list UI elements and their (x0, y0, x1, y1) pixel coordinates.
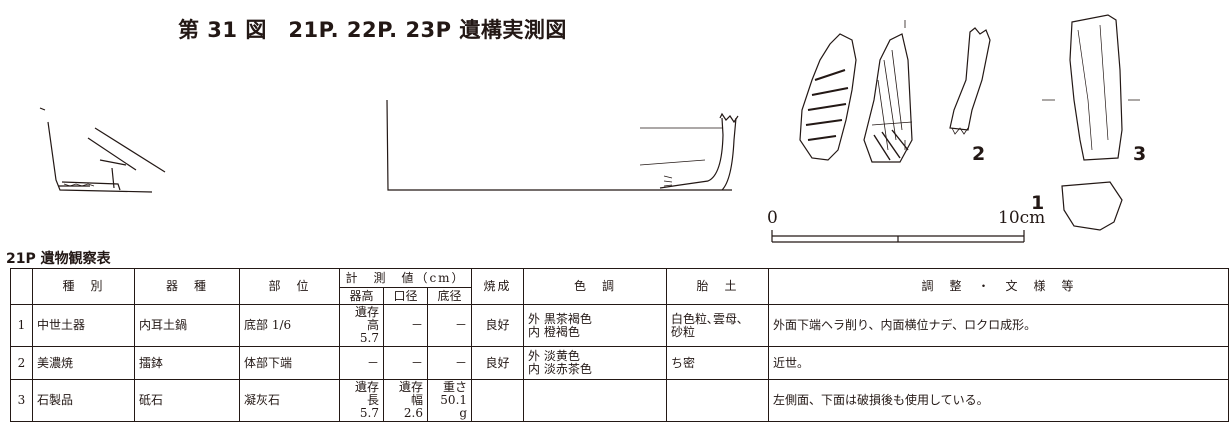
header-firing: 焼成 (471, 268, 525, 305)
observation-table: 種 別 器 種 部 位 計 測 値（cm） 焼成 色 調 胎 土 調 整 ・ 文… (10, 268, 1230, 422)
header-base-diameter: 底径 (426, 287, 473, 305)
figure-title: 第 31 図 21P. 22P. 23P 遺構実測図 (178, 18, 567, 42)
cell-type: 石製品 (32, 379, 135, 422)
cell-measure-1: 遺存長 5.7 (339, 379, 384, 422)
cell-notes: 近世。 (768, 346, 1230, 380)
cell-measure-1: － (339, 346, 384, 380)
table-row: 2 美濃焼 擂鉢 体部下端 － － － 良好 外 淡黄色 内 淡赤茶色 ち密 近… (10, 346, 1230, 380)
cell-measure-3: － (426, 304, 473, 347)
cell-measure-2: － (383, 304, 428, 347)
header-measure: 計 測 値（cm） (338, 268, 473, 288)
cell-measure-3: － (426, 346, 473, 380)
cell-part: 底部 1/6 (239, 304, 340, 347)
table-title: 21P 遺物観察表 (6, 251, 111, 267)
cell-firing: 良好 (471, 346, 525, 380)
header-no (10, 268, 33, 305)
figure-label-3: 3 (1133, 143, 1147, 165)
cell-color: 外 黒茶褐色 内 橙褐色 (523, 304, 668, 347)
cell-color: 外 淡黄色 内 淡赤茶色 (523, 346, 668, 380)
table-row: 1 中世土器 内耳土鍋 底部 1/6 遺存高 5.7 － － 良好 外 黒茶褐色… (10, 304, 1230, 347)
cell-paste: 白色粒､雲母､ 砂粒 (666, 304, 770, 347)
pit-section-drawing (39, 107, 166, 193)
header-paste: 胎 土 (666, 268, 770, 305)
header-part: 部 位 (239, 268, 340, 305)
sherd-2-drawing (799, 20, 991, 163)
cell-measure-1: 遺存高 5.7 (339, 304, 384, 347)
cell-no: 3 (10, 379, 33, 422)
header-rim-diameter: 口径 (383, 287, 428, 305)
figure-label-1: 1 (1031, 192, 1045, 214)
cell-no: 1 (10, 304, 33, 347)
header-height: 器高 (339, 287, 384, 305)
scale-bar (771, 230, 1025, 243)
header-color: 色 調 (523, 268, 668, 305)
scale-zero-label: 0 (767, 208, 778, 228)
cell-type: 中世土器 (32, 304, 135, 347)
figure-label-2: 2 (972, 143, 986, 165)
cell-firing (471, 379, 525, 422)
cell-firing: 良好 (471, 304, 525, 347)
artifact-drawings (39, 14, 1140, 243)
cell-notes: 左側面、下面は破損後も使用している。 (768, 379, 1230, 422)
cell-measure-2: － (383, 346, 428, 380)
cell-vessel: 内耳土鍋 (134, 304, 240, 347)
cell-measure-3: 重さ 50.1 g (426, 379, 473, 422)
cell-vessel: 砥石 (134, 379, 240, 422)
cell-type: 美濃焼 (32, 346, 135, 380)
header-type: 種 別 (32, 268, 135, 305)
cell-no: 2 (10, 346, 33, 380)
table-row: 3 石製品 砥石 凝灰石 遺存長 5.7 遺存幅 2.6 重さ 50.1 g 左… (10, 379, 1230, 422)
whetstone-3-drawing (1042, 14, 1140, 231)
vessel-1-profile-drawing (386, 99, 739, 191)
cell-color (523, 379, 668, 422)
cell-part: 凝灰石 (239, 379, 340, 422)
cell-part: 体部下端 (239, 346, 340, 380)
cell-notes: 外面下端ヘラ削り、内面横位ナデ、ロクロ成形。 (768, 304, 1230, 347)
scale-max-label: 10cm (998, 208, 1046, 228)
header-notes: 調 整 ・ 文 様 等 (768, 268, 1230, 305)
header-vessel: 器 種 (134, 268, 240, 305)
cell-paste (666, 379, 770, 422)
cell-vessel: 擂鉢 (134, 346, 240, 380)
cell-measure-2: 遺存幅 2.6 (383, 379, 428, 422)
cell-paste: ち密 (666, 346, 770, 380)
